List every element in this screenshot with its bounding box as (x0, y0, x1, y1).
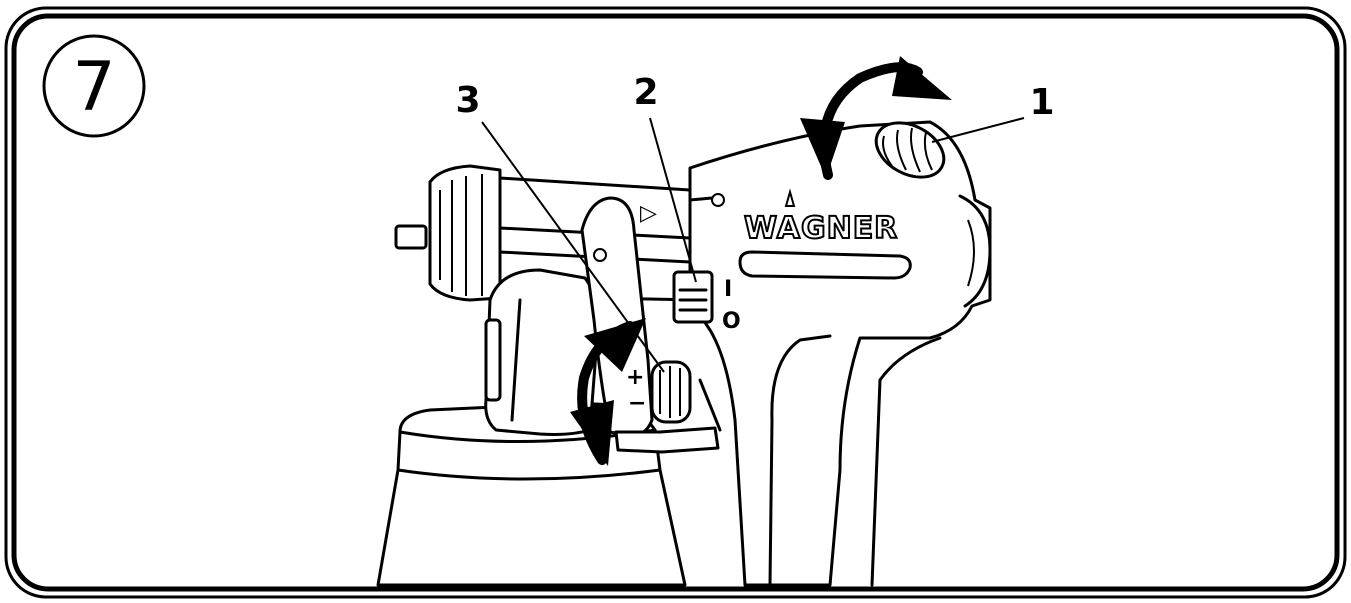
leader-line-2 (649, 117, 697, 283)
motor-housing (688, 120, 992, 587)
leader-line-1 (931, 117, 1025, 143)
outer-frame (4, 6, 1347, 599)
leader-line-3 (481, 121, 665, 373)
svg-text:▷: ▷ (640, 201, 657, 226)
nozzle-tip (394, 224, 428, 250)
callout-1: 1 (1029, 82, 1054, 123)
trigger[interactable] (580, 196, 654, 438)
brand-logo: WAGNER (744, 211, 898, 246)
spray-gun-illustration: ▷ WAGNER I O (376, 112, 992, 587)
rotate-arrow-knob-3 (570, 318, 646, 466)
callout-3: 3 (455, 80, 480, 121)
switch-on-mark: I (724, 277, 732, 302)
air-control-knob[interactable] (867, 112, 953, 188)
switch-off-mark: O (722, 309, 741, 334)
on-off-switch[interactable] (672, 270, 714, 324)
step-number: 7 (72, 48, 115, 127)
flow-control-knob[interactable] (650, 360, 692, 424)
inner-frame (11, 13, 1340, 592)
step-badge: 7 (42, 34, 146, 138)
flow-plus-mark: + (626, 365, 644, 390)
callout-2: 2 (633, 72, 658, 113)
rotate-arrow-knob-1 (800, 56, 952, 180)
flow-minus-mark: − (628, 391, 646, 416)
vent-slot (738, 250, 912, 280)
